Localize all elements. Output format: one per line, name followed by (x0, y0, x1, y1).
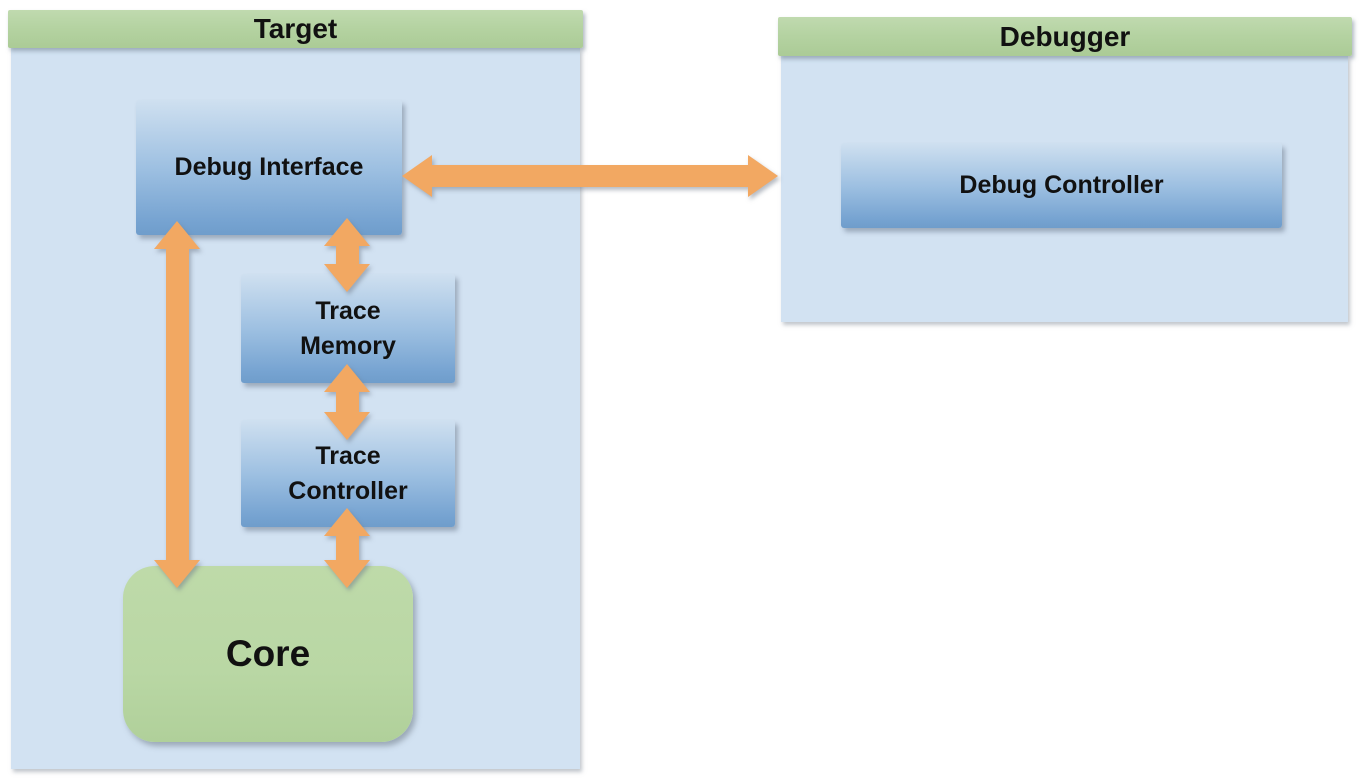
block-core: Core (123, 566, 413, 742)
arrowhead-up-icon (324, 218, 370, 246)
arrowhead-left-icon (402, 155, 432, 197)
connector-debug-interface-debug-controller (402, 155, 778, 197)
arrow-shaft (165, 247, 189, 562)
connector-debug-interface-trace-memory (324, 218, 370, 292)
connector-debug-interface-core (154, 221, 200, 588)
arrowhead-up-icon (154, 221, 200, 249)
arrow-shaft (335, 534, 359, 562)
debugger-panel-title: Debugger (999, 20, 1131, 52)
debug-interface-label: Debug Interface (174, 153, 364, 181)
block-debug-interface: Debug Interface (136, 100, 402, 235)
arrowhead-up-icon (324, 508, 370, 536)
arrowhead-right-icon (748, 155, 778, 197)
debug-controller-label: Debug Controller (959, 171, 1164, 199)
trace-memory-label-line1: Trace (315, 296, 381, 325)
debugger-panel-header: Debugger (778, 17, 1352, 56)
trace-controller-label-line2: Controller (288, 476, 408, 505)
block-trace-memory: Trace Memory (241, 274, 455, 383)
arrowhead-down-icon (154, 560, 200, 588)
arrowhead-down-icon (324, 560, 370, 588)
arrowhead-down-icon (324, 264, 370, 292)
trace-memory-label-line2: Memory (300, 331, 396, 360)
arrowhead-down-icon (324, 412, 370, 440)
trace-controller-label-line1: Trace (315, 441, 381, 470)
target-panel-title: Target (253, 13, 338, 44)
arrow-shaft (335, 244, 359, 266)
core-label: Core (225, 633, 311, 674)
connector-trace-memory-trace-controller (324, 364, 370, 440)
arrow-shaft (335, 390, 359, 414)
arrowhead-up-icon (324, 364, 370, 392)
target-panel-header: Target (8, 10, 583, 48)
arrow-shaft (430, 165, 750, 187)
connector-trace-controller-core (324, 508, 370, 588)
block-debug-controller: Debug Controller (841, 143, 1282, 228)
